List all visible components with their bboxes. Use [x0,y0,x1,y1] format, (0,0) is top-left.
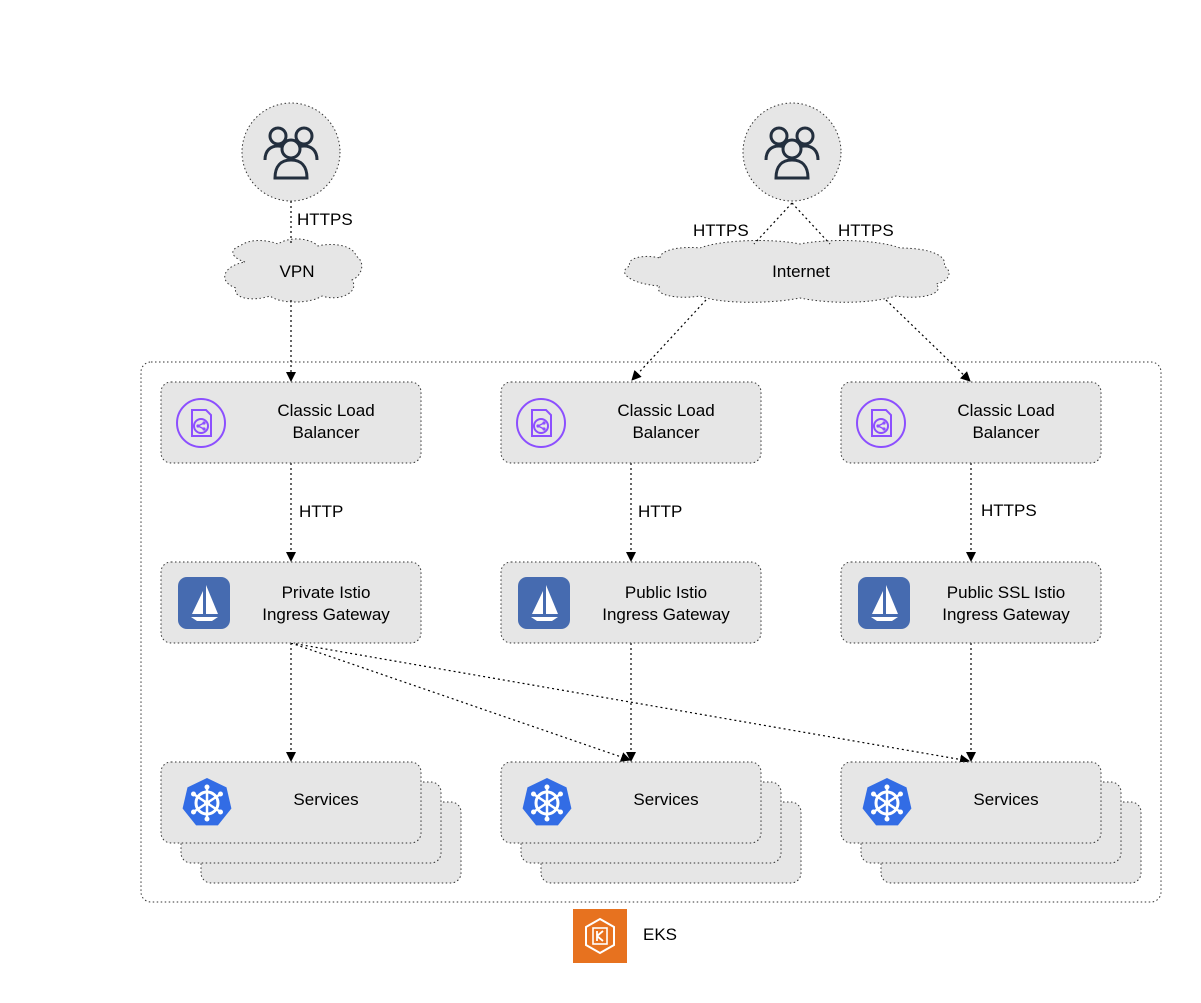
edge-lb2-to-gw2: HTTP [626,463,682,562]
edge-lb1-to-gw1: HTTP [286,463,343,562]
vpn-users-node[interactable] [241,102,341,202]
internet-label: Internet [772,262,830,281]
services-stack-1[interactable]: Services [160,761,462,884]
services-label: Services [973,790,1038,809]
internet-users-node[interactable] [742,102,842,202]
vpn-cloud[interactable]: VPN [224,238,363,303]
lb-label-line2: Balancer [292,423,359,442]
gateway-label-line1: Public SSL Istio [947,583,1065,602]
edge-vpn-users-to-vpn: HTTPS [290,201,353,244]
edge-internet-users-to-internet: HTTPS HTTPS [693,202,894,245]
services-stack-2[interactable]: Services [500,761,802,884]
edge-label: HTTPS [981,501,1037,520]
lb-label-line2: Balancer [632,423,699,442]
vpn-label: VPN [280,262,315,281]
lb-label-line1: Classic Load [277,401,374,420]
services-label: Services [293,790,358,809]
public-ssl-istio-ingress-gateway[interactable]: Public SSL Istio Ingress Gateway [840,561,1102,644]
gateway-label-line2: Ingress Gateway [942,605,1070,624]
lb-label-line2: Balancer [972,423,1039,442]
internet-cloud[interactable]: Internet [624,240,950,303]
eks-cluster-label: EKS [573,909,677,963]
istio-icon [858,577,910,629]
load-balancer-2[interactable]: Classic Load Balancer [500,381,762,464]
gateway-label-line2: Ingress Gateway [262,605,390,624]
eks-label: EKS [643,925,677,944]
istio-icon [518,577,570,629]
edge-lb3-to-gw3: HTTPS [966,463,1037,562]
edge-internet-to-lb3 [885,299,971,382]
eks-icon [573,909,627,963]
eks-cluster-boundary [140,361,1162,903]
edge-internet-to-lb2 [631,299,707,381]
load-balancer-1[interactable]: Classic Load Balancer [160,381,422,464]
load-balancer-3[interactable]: Classic Load Balancer [840,381,1102,464]
services-label: Services [633,790,698,809]
public-istio-ingress-gateway[interactable]: Public Istio Ingress Gateway [500,561,762,644]
services-stack-3[interactable]: Services [840,761,1142,884]
gateway-label-line2: Ingress Gateway [602,605,730,624]
edge-gw1-to-services3 [290,642,970,765]
gateway-label-line1: Private Istio [282,583,371,602]
edge-label: HTTP [299,502,343,521]
gateway-label-line1: Public Istio [625,583,707,602]
edge-gw1-to-services2 [290,642,631,762]
istio-icon [178,577,230,629]
lb-label-line1: Classic Load [617,401,714,420]
edge-label: HTTP [638,502,682,521]
lb-label-line1: Classic Load [957,401,1054,420]
edge-label: HTTPS [838,221,894,240]
private-istio-ingress-gateway[interactable]: Private Istio Ingress Gateway [160,561,422,644]
edge-label: HTTPS [297,210,353,229]
edge-label: HTTPS [693,221,749,240]
